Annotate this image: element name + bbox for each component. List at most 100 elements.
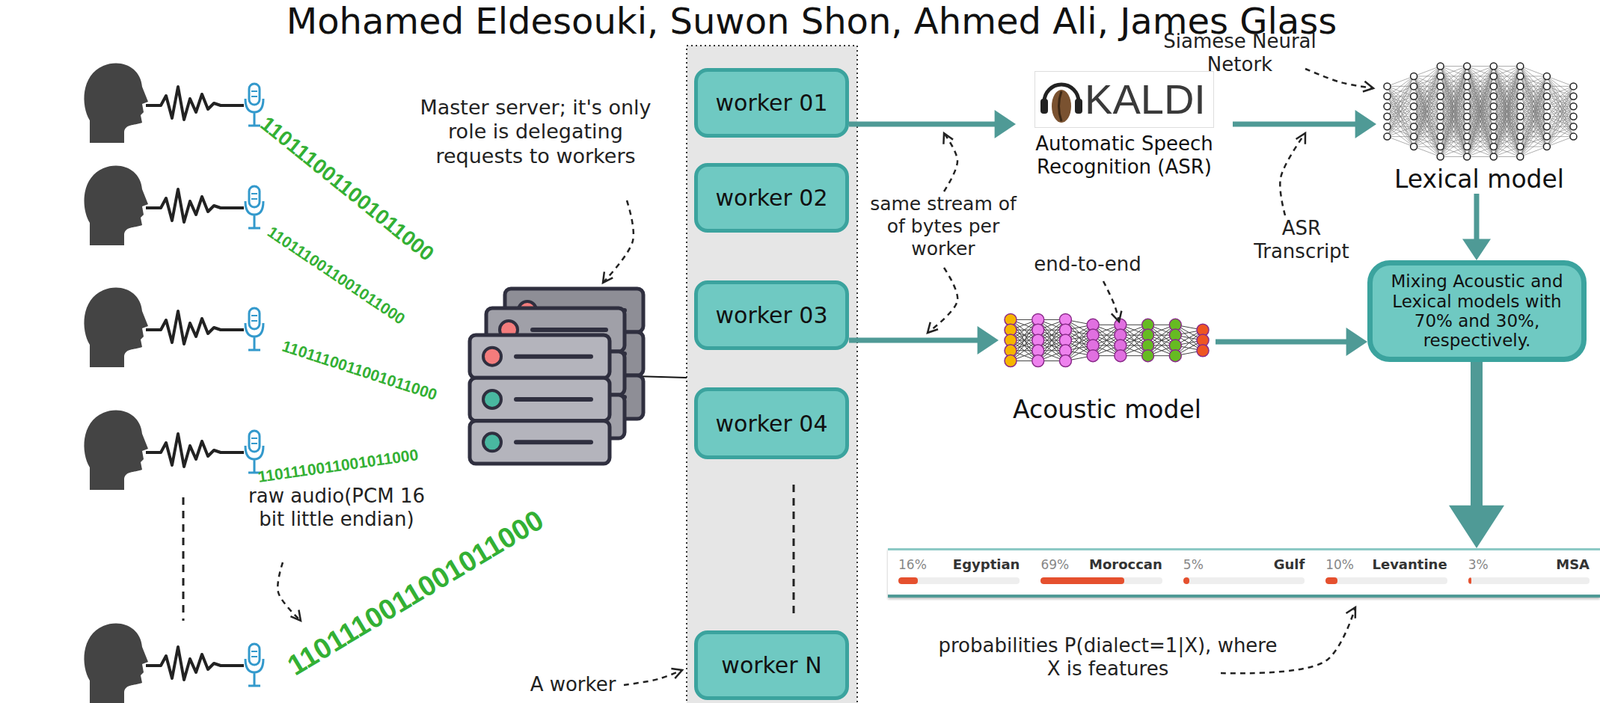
node-text: Automatic Speech Recognition (ASR) [1015, 132, 1233, 179]
connector-group [848, 109, 1016, 139]
node-text: 16% [898, 557, 927, 573]
bar-cell: 10% Levantine [1315, 550, 1458, 595]
node-text: 10% [1325, 557, 1354, 573]
node-text: worker N [721, 652, 822, 679]
waveform [145, 189, 244, 223]
microphone [245, 308, 264, 351]
bar-fill [1325, 577, 1338, 585]
bar-cell: 16% Egyptian [887, 550, 1031, 595]
bar-fill [1040, 577, 1125, 585]
waveform [145, 86, 244, 120]
arrow-head [1355, 109, 1377, 139]
speaker [84, 409, 264, 490]
node-text: Lexical model [1376, 164, 1583, 194]
worker-box: worker N [694, 630, 849, 701]
node-text: Egyptian [952, 556, 1021, 573]
callout-arrow [1305, 68, 1375, 94]
note: end-to-end [1023, 252, 1152, 277]
bit-stream: 1101110011001011000 [264, 222, 409, 329]
arrow-head [1462, 239, 1491, 261]
title: Mohamed Eldesouki, Suwon Shon, Ahmed Ali… [44, 0, 1579, 42]
bar-fill [898, 577, 918, 585]
head-silhouette [84, 62, 149, 143]
connector [848, 121, 999, 128]
note: raw audio(PCM 16 bit little endian) [246, 484, 427, 532]
node-text: 69% [1040, 557, 1069, 573]
bit-stream: 1101110011001011000 [282, 504, 550, 683]
callout-arrow [939, 130, 958, 192]
connector-group [1232, 109, 1377, 139]
bar-fill [1468, 577, 1473, 585]
microphone [245, 83, 264, 126]
callout-arrow [623, 664, 684, 686]
arrow-head [977, 326, 999, 355]
note: A worker [523, 673, 623, 697]
callout-arrow [598, 200, 634, 286]
connector [1470, 362, 1483, 514]
probability-bar: 16% Egyptian 69% Moroccan 5% Gulf 10% Levantine… [887, 548, 1600, 598]
arrow-head [1346, 327, 1368, 357]
connector-group [1462, 193, 1491, 261]
head-silhouette [84, 287, 149, 368]
bar-cell: 3% MSA [1457, 550, 1600, 595]
connector [1474, 193, 1480, 244]
bar-track [1183, 577, 1305, 585]
model-figure: Lexical model [1376, 58, 1583, 194]
head-silhouette [84, 623, 149, 703]
speaker [84, 165, 264, 246]
speaker [84, 62, 264, 143]
note: Master server; it's only role is delegat… [409, 95, 662, 169]
microphone [245, 644, 264, 686]
connector [1215, 339, 1351, 345]
callout-arrow [277, 562, 305, 624]
microphone [245, 186, 264, 229]
connector [848, 338, 982, 344]
callout-arrow [1279, 130, 1310, 216]
node-text: Gulf [1273, 556, 1306, 573]
worker-box: worker 02 [694, 163, 849, 233]
bar-cell: 69% Moroccan [1030, 550, 1173, 595]
bar-track [1040, 577, 1162, 585]
node-text: Mixing Acoustic and Lexical models with … [1384, 271, 1570, 351]
server-unit [469, 335, 610, 464]
connector-group [1215, 327, 1368, 357]
node-text: worker 02 [715, 184, 828, 211]
arrow-head [994, 109, 1016, 139]
bar-track [1325, 577, 1447, 585]
asr-box: KALDI Automatic Speech Recognition (ASR) [1015, 71, 1233, 179]
ellipsis-line [792, 484, 796, 614]
node-text: MSA [1555, 556, 1590, 573]
head-silhouette [84, 165, 149, 246]
head-silhouette [84, 409, 149, 490]
waveform [145, 647, 244, 680]
bar-track [1468, 577, 1590, 585]
worker-panel [686, 45, 858, 703]
model-figure: Acoustic model [998, 282, 1216, 425]
waveform [145, 433, 244, 467]
node-text: KALDI [1084, 76, 1206, 123]
speaker [84, 287, 264, 368]
note: same stream of of bytes per worker [860, 192, 1027, 261]
note: probabilities P(dialect=1|X), where X is… [931, 634, 1285, 681]
bar-fill [1183, 577, 1190, 585]
speaker [84, 623, 264, 703]
node-text: Acoustic model [998, 394, 1216, 425]
node-text: Moroccan [1089, 556, 1163, 573]
node-text: worker 01 [715, 89, 828, 116]
node-text: worker 03 [715, 302, 828, 329]
callout-arrow [923, 267, 958, 337]
bit-stream: 1101110011001011000 [279, 337, 440, 405]
microphone [245, 430, 264, 473]
callout-arrow [1103, 281, 1125, 324]
mixing-box: Mixing Acoustic and Lexical models with … [1367, 260, 1587, 363]
node-text: 5% [1183, 557, 1204, 573]
bar-track [898, 577, 1020, 585]
node-text: Levantine [1371, 556, 1447, 573]
worker-box: worker 03 [694, 280, 849, 351]
kaldi-icon [1038, 73, 1085, 126]
lexical-network [1383, 62, 1577, 161]
node-text: worker 04 [715, 410, 828, 437]
ellipsis-line [182, 497, 185, 621]
node-text: 3% [1468, 557, 1489, 573]
